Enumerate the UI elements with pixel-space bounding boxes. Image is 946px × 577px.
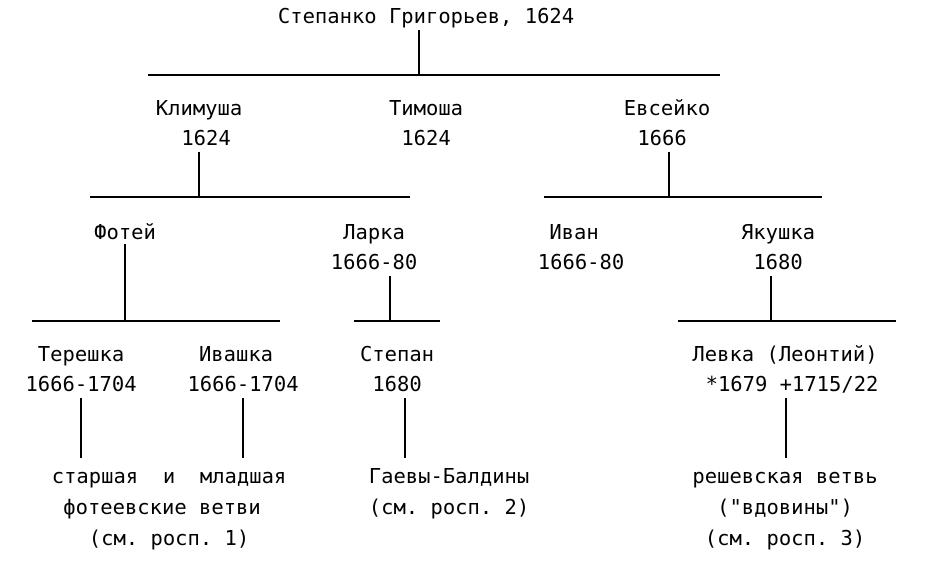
person-name-tereshka: Терешка — [37, 342, 125, 366]
branch-note-stepan-line1: Гаевы-Балдины — [368, 464, 530, 488]
person-year-ivashka: 1666-1704 — [187, 372, 299, 396]
person-year-levka: *1679 +1715/22 — [705, 372, 879, 396]
person-name-yakushka: Якушка — [740, 220, 816, 244]
branch-note-fotey-line1: старшая и младшая — [51, 464, 287, 488]
branch-note-levka-line2: ("вдовины") — [717, 495, 853, 519]
levka-stem-line — [785, 398, 787, 458]
klimusha-stem-line — [198, 152, 200, 196]
evseyko-children-bar-line — [544, 196, 822, 198]
person-year-tereshka: 1666-1704 — [25, 372, 137, 396]
yakushka-children-bar-line — [678, 320, 896, 322]
branch-note-levka-line3: (см. росп. 3) — [704, 526, 866, 550]
fotey-children-bar-line — [32, 320, 280, 322]
person-year-evseyko: 1666 — [637, 126, 687, 150]
person-year-ivan: 1666-80 — [537, 250, 625, 274]
person-year-yakushka: 1680 — [753, 250, 803, 274]
person-name-levka: Левка (Леонтий) — [692, 342, 878, 366]
person-name-ivashka: Ивашка — [198, 342, 274, 366]
evseyko-stem-line — [668, 152, 670, 196]
person-name-fotey: Фотей — [94, 220, 156, 244]
stepan-stem-line — [404, 398, 406, 458]
branch-note-stepan-line2: (см. росп. 2) — [368, 495, 530, 519]
person-name-timosha: Тимоша — [388, 96, 464, 120]
person-year-klimusha: 1624 — [181, 126, 231, 150]
person-name-stepan: Степан — [359, 342, 435, 366]
larka-children-bar-line — [354, 320, 440, 322]
klimusha-children-bar-line — [90, 196, 410, 198]
tereshka-stem-line — [80, 398, 82, 458]
branch-note-fotey-line2: фотеевские ветви — [63, 495, 261, 519]
person-year-timosha: 1624 — [401, 126, 451, 150]
branch-note-levka-line1: решевская ветвь — [692, 464, 878, 488]
person-name-ivan: Иван — [549, 220, 599, 244]
larka-stem-line — [389, 276, 391, 320]
fotey-stem-line — [124, 244, 126, 320]
root-stem-line — [418, 30, 420, 74]
ivashka-stem-line — [242, 398, 244, 458]
root-person-label: Степанко Григорьев, 1624 — [277, 4, 575, 28]
person-name-evseyko: Евсейко — [623, 96, 711, 120]
person-name-klimusha: Климуша — [155, 96, 243, 120]
person-year-larka: 1666-80 — [330, 250, 418, 274]
gen2-bar-line — [148, 74, 720, 76]
yakushka-stem-line — [770, 276, 772, 320]
branch-note-fotey-line3: (см. росп. 1) — [88, 526, 250, 550]
person-year-stepan: 1680 — [372, 372, 422, 396]
person-name-larka: Ларка — [343, 220, 405, 244]
